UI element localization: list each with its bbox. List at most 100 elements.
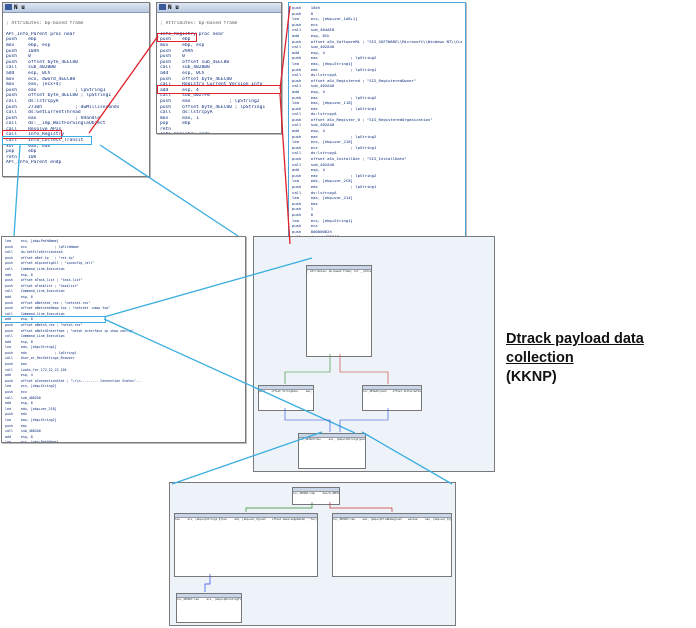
code-line: push ebp [6, 37, 37, 43]
code-line: push eax ; lpString2 [292, 55, 377, 61]
code-line: call ds:__imp_WaitForSingleObject [6, 121, 106, 127]
code-line: call Looks_for_172_22_22_156 [5, 367, 67, 372]
code-line: call Command_Line_Execution [5, 289, 65, 294]
code-line: push edx ; lpString1 [292, 66, 377, 72]
window-titlebar[interactable]: N u [3, 3, 149, 13]
code-line: APT_Info_Parent endp [6, 160, 62, 166]
code-line: loc_4054E2: [333, 518, 351, 521]
code-line: call Command_Line_Execution [5, 311, 65, 316]
code-line: lea edx, [ebp+var_218] [5, 406, 57, 411]
code-line: mov ebp, esp [6, 42, 51, 48]
code-line: lea eax, [ebp+String2] [5, 418, 57, 422]
blue-connector-collect-left [13, 144, 21, 237]
graph-node-check[interactable]: loc_4054D1:cmp dword_4EEC88, 0jnz short … [292, 487, 340, 505]
code-line: push offset aNetstatNaop tcp ; "netstat … [5, 306, 111, 311]
code-line: call sub_4082A0 [5, 429, 41, 434]
code-line: call sub_4020B0 [160, 65, 210, 71]
code-line: mov eax, [ecx+4] [6, 82, 62, 88]
blue-connector-browser-bottom [103, 318, 356, 434]
code-line: call Command_Line_Execution [5, 266, 65, 271]
code-line: push 80000002h [292, 228, 332, 234]
code-line: loc_403AA0: [363, 390, 381, 393]
flow-graph-browser-settings[interactable]: ; Attributes: bp-based frame; int __stdc… [253, 236, 495, 472]
graph-node-xp-paths[interactable]: loc_4054E2:lea eax, [ebp+lpFileName]push… [332, 513, 452, 577]
code-line: push eax [395, 518, 413, 521]
code-line: push edx ; lpString1 [292, 184, 377, 189]
code-line: push offset aTasklist ; "tasklist" [5, 283, 79, 288]
code-line: retn 10h [6, 154, 37, 160]
blue-connector-paths-right [361, 431, 453, 485]
code-line: call ds:GetFileAttributesA [5, 250, 63, 255]
code-line: push eax ; lpString2 [292, 133, 377, 139]
code-line: call sub_4082A0 [5, 395, 41, 400]
highlight-call-info-registry [2, 130, 62, 139]
code-line: lea eax, [ebp+var_214] [292, 195, 353, 201]
code-line: call sub_4020B0 [6, 65, 56, 71]
code-line: call ds:lstrcpyA [160, 110, 213, 116]
code-line: ; int __stdcall User_or_RecSettings_Brow… [350, 270, 372, 273]
graph-node-exit[interactable]: loc_403AC0:mov esi, [ebp+lpString1]push … [298, 433, 366, 469]
window-title: N u [14, 4, 25, 11]
code-line: call ds:lstrcpyA [6, 98, 59, 104]
code-line: push offset byte_4EEC80 [160, 76, 232, 82]
highlight-call-info-collect [2, 136, 92, 145]
code-line: push 1 [292, 206, 314, 212]
code-line: add esp, 4 [292, 49, 325, 55]
graph-node-right[interactable]: loc_403AA0:push offset aInternetSet ; "S… [362, 385, 422, 411]
code-line: Info_Registry endp [160, 132, 278, 133]
code-line: add esp, 0Ch [6, 70, 51, 76]
code-line: push offset aIpconfigAll ; "ipconfig /al… [5, 261, 95, 266]
code-line: mov ecx, dword_4EEC88 [6, 76, 76, 82]
title-line-2: (KKNP) [506, 369, 557, 385]
code-line: mov eax, [ebp+lpString1] [293, 390, 313, 393]
code-line: push offset aNetshInterface ; "netsh int… [5, 328, 135, 333]
code-line: call Registry_Current_Version_Info [160, 82, 263, 88]
graph-node-entry[interactable]: ; Attributes: bp-based frame; int __stdc… [306, 265, 372, 357]
code-line: lea ecx, [ebp+lpString1_0] [175, 518, 222, 521]
red-connector-info-registry [88, 35, 159, 134]
code-line: xor eax, eax [6, 143, 51, 149]
code-line: push offset sub_4EEC80 [160, 59, 230, 65]
disasm-window-info-collect-transit[interactable]: lea ecx, [ebp+PathName]push ecx ; lpFile… [1, 236, 246, 443]
graph-view-icon [159, 4, 166, 10]
code-line: push offset byte_4EEC80 [6, 59, 78, 65]
code-line: call Resolve_APIs [6, 126, 62, 132]
code-line: push offset aTask_list ; "task.list" [5, 278, 83, 283]
code-line: mov ebp, esp [160, 42, 205, 48]
code-line: pop ebp [6, 149, 37, 155]
code-line: call sub_404AE0 [292, 27, 335, 33]
code-line: push eax ; lpString2 [160, 98, 260, 104]
graph-node-copy[interactable]: loc_4054DC:lea ecx, [ebp+lpExistingFileN… [176, 593, 242, 623]
code-line: add esp, 8 [5, 401, 33, 406]
code-line: push offset aSx_Register_0 ; "SIS_Regist… [292, 116, 433, 122]
red-connector-registry-version-top [279, 5, 291, 90]
code-line: push eax [450, 518, 451, 521]
code-line: push 104h [6, 48, 40, 54]
code-line: cmp dword_4EEC88, 0 [310, 492, 340, 495]
code-line: add esp, 4 [292, 88, 325, 94]
flow-graph-browser-paths[interactable]: loc_4054D1:cmp dword_4EEC88, 0jnz short … [169, 482, 456, 626]
code-line: ; Attributes: bp-based frame [6, 20, 84, 26]
code-line: lea edx, [ebp+var_2C8] [292, 178, 353, 184]
code-line: lea eax, [ebp+var_6] [412, 518, 451, 521]
code-line: push edx ; lpString1 [5, 350, 77, 355]
blue-connector-collect-right [99, 144, 239, 237]
code-line: push offset aInternetSet ; "Software\\..… [380, 390, 422, 393]
code-line: mov esi, [ebp+lpString1] [316, 438, 360, 441]
highlight-info-registry-proc [157, 33, 197, 42]
code-line: Info_Registry proc near [160, 31, 224, 37]
code-line: call sub_402A40 [292, 122, 335, 128]
code-line: push offset byte_4EEC80 ; lpString1 [160, 104, 266, 110]
code-line: push ecx [5, 390, 27, 395]
window-titlebar[interactable]: N u [157, 3, 281, 13]
code-line: call ds:lstrcpyA [292, 189, 337, 195]
graph-node-vista-paths[interactable]: lea ecx, [ebp+lpString1_0]lea edx, [ebp+… [174, 513, 318, 577]
code-line: push eax ; lpString1 [6, 87, 106, 93]
